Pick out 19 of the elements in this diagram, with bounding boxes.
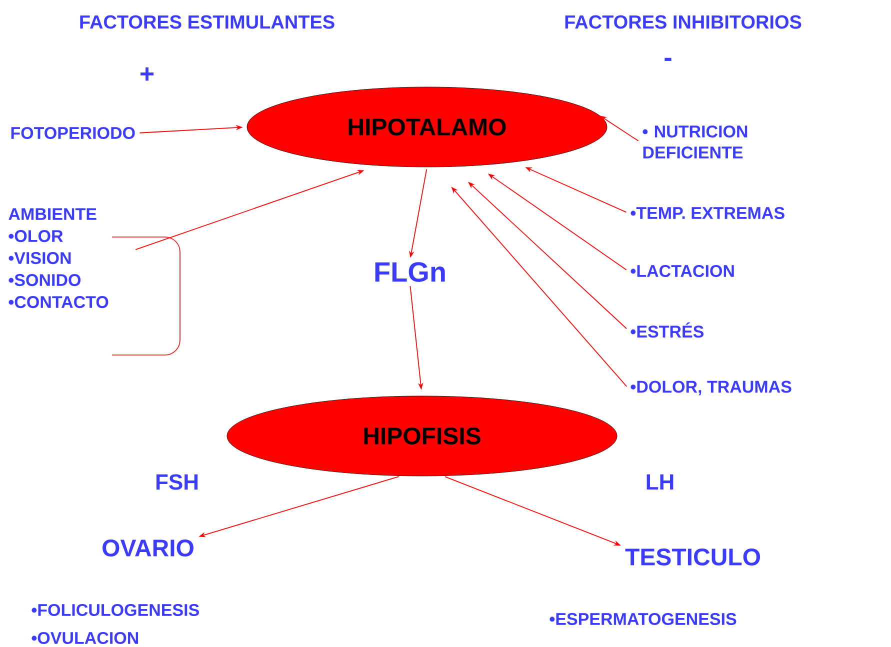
organ-text: OVARIO [102, 540, 194, 556]
hormone-text: FLGn [375, 262, 445, 282]
factor-text: •DOLOR, TRAUMAS [630, 380, 792, 396]
function-text: •ESPERMATOGENESIS [550, 612, 736, 626]
heading: FACTORES ESTIMULANTES [80, 15, 334, 29]
factor-list: AMBIENTE •OLOR •VISION •SONIDO •CONTACTO [8, 208, 108, 308]
hormone-label: FSH [156, 474, 198, 490]
hormone-label: LH [646, 474, 674, 490]
factor-text: FOTOPERIODO [11, 126, 135, 140]
function-text: •OVULACION [32, 632, 138, 644]
factor-text: • NUTRICION DEFICIENTE [642, 125, 748, 159]
factor-text: •ESTRÉS [630, 322, 704, 338]
minus-sign: - [664, 58, 672, 61]
heading: FACTORES INHIBITORIOS [565, 15, 802, 29]
factor-text: •TEMP. EXTREMAS [630, 206, 784, 220]
function-text: •FOLICULOGENESIS [32, 604, 199, 616]
organ-text: TESTICULO [625, 548, 760, 566]
plus-sign: + [140, 67, 154, 81]
factor-text: •LACTACION [630, 264, 734, 278]
